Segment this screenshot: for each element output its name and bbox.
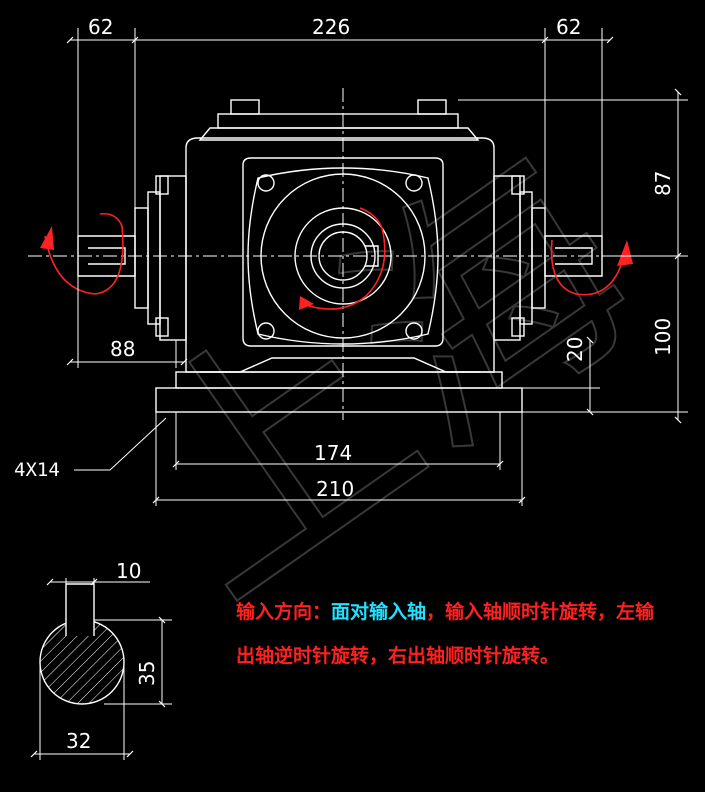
svg-text:输入方向：面对输入轴，输入轴顺时针旋转，左输: 输入方向：面对输入轴，输入轴顺时针旋转，左输: [236, 600, 655, 623]
dim-bolt-spacing: 174: [314, 441, 352, 465]
rotation-arrows: [44, 207, 626, 310]
gearbox-body: [77, 99, 603, 413]
note-part3: ，输入轴顺时针旋转，左输: [426, 600, 655, 623]
centerlines: [28, 88, 640, 420]
dim-lower-height: 100: [651, 318, 675, 356]
shaft-section: 10 35 32: [30, 559, 172, 760]
dimension-lines: [66, 40, 678, 504]
dim-right-shaft: 62: [556, 15, 581, 39]
note-part1: 输入方向：: [236, 600, 331, 623]
note-line2: 出轴逆时针旋转，右出轴顺时针旋转。: [236, 644, 559, 667]
rotation-arrowheads: [40, 226, 633, 310]
dim-base-height: 20: [563, 337, 587, 362]
rotation-note: 输入方向：面对输入轴，输入轴顺时针旋转，左输 出轴逆时针旋转，右出轴顺时针旋转。: [236, 600, 655, 667]
note-part2: 面对输入轴: [331, 600, 426, 623]
extension-lines: [77, 28, 688, 506]
hole-label: 4X14: [14, 459, 60, 481]
watermark: 上海: [83, 106, 684, 654]
dim-upper-height: 87: [651, 171, 675, 196]
dim-key-width: 10: [116, 559, 141, 583]
watermark-text: 上海: [84, 107, 683, 653]
dim-base-width: 210: [316, 477, 354, 501]
dim-diameter: 32: [66, 729, 91, 753]
dim-section-height: 35: [135, 661, 159, 686]
dim-left-offset: 88: [110, 337, 135, 361]
dim-body-width: 226: [312, 15, 350, 39]
dim-left-shaft: 62: [88, 15, 113, 39]
